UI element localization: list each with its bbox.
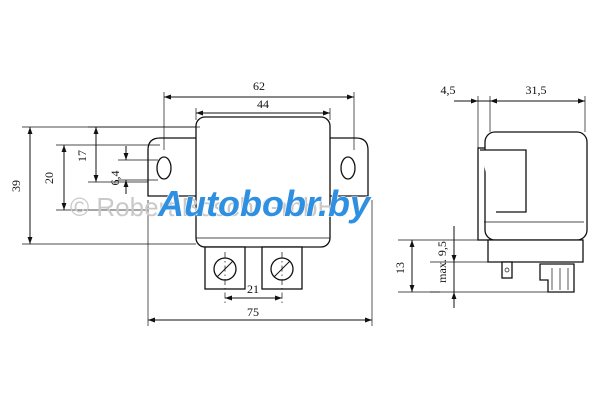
dim-label-4-5: 4,5 (441, 83, 456, 97)
copyright-watermark: © Robert Bosch GmbH (70, 192, 336, 222)
front-view: 62 44 39 20 17 6,4 21 75 (9, 79, 373, 326)
dim-label-75: 75 (247, 305, 259, 319)
blade-terminal (501, 261, 513, 279)
dim-label-max-9-5: max. 9,5 (435, 241, 449, 283)
relay-housing (195, 116, 331, 248)
dim-label-31-5: 31,5 (526, 83, 547, 97)
dim-label-6-4: 6,4 (108, 171, 122, 186)
dim-label-44: 44 (257, 97, 269, 111)
dim-label-21: 21 (247, 282, 259, 296)
side-connector (539, 263, 575, 293)
side-clip (480, 149, 527, 213)
brand-watermark: Autobobr.by (157, 183, 372, 224)
mount-hole-right (340, 156, 356, 180)
dim-label-39: 39 (9, 180, 23, 192)
dim-label-20: 20 (42, 172, 56, 184)
side-view: 4,5 31,5 max. 9,5 13 (393, 83, 588, 308)
dim-label-13: 13 (393, 262, 407, 274)
mount-hole-left (156, 156, 172, 180)
dim-label-62: 62 (253, 79, 265, 93)
dim-label-17: 17 (75, 150, 89, 162)
